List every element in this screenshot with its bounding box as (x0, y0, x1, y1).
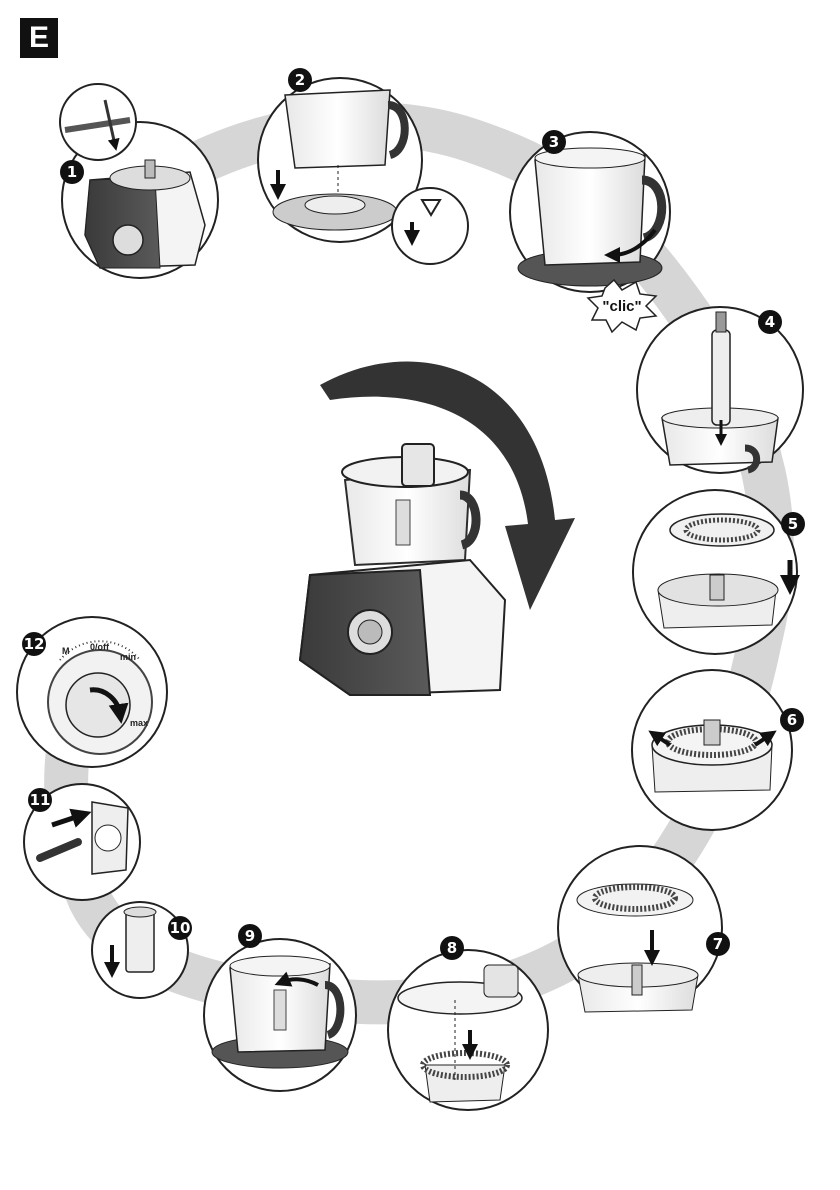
step-1-number: 1 (67, 163, 77, 181)
step-6-number: 6 (787, 711, 797, 729)
step-8-number: 8 (447, 939, 457, 957)
step-7-panel: 7 (558, 846, 730, 1012)
step-3-number: 3 (549, 133, 559, 151)
step-2-panel: 2 (258, 68, 468, 264)
assembled-food-processor (300, 444, 505, 695)
click-sound-label: "clic" (602, 298, 641, 315)
step-11-panel: 11 (24, 784, 140, 900)
step-3-panel: 3 "clic" (510, 130, 670, 332)
step-6-panel: 6 (632, 670, 804, 830)
step-12-panel: M 0/off min max 12 (17, 617, 167, 767)
dial-label-off: 0/off (90, 642, 110, 652)
step-7-number: 7 (713, 935, 723, 953)
dial-label-min: min (120, 652, 136, 662)
step-4-panel: 4 (637, 307, 803, 473)
step-12-number: 12 (24, 635, 45, 653)
step-10-number: 10 (170, 919, 191, 937)
dial-label-max: max (130, 718, 148, 728)
step-5-number: 5 (788, 515, 798, 533)
step-9-number: 9 (245, 927, 255, 945)
step-2-number: 2 (295, 71, 305, 89)
step-4-number: 4 (765, 313, 775, 331)
step-9-panel: 9 (204, 924, 356, 1091)
dial-label-m: M (62, 646, 70, 656)
step-11-number: 11 (30, 791, 51, 809)
step-1-panel: 1 (60, 84, 218, 278)
